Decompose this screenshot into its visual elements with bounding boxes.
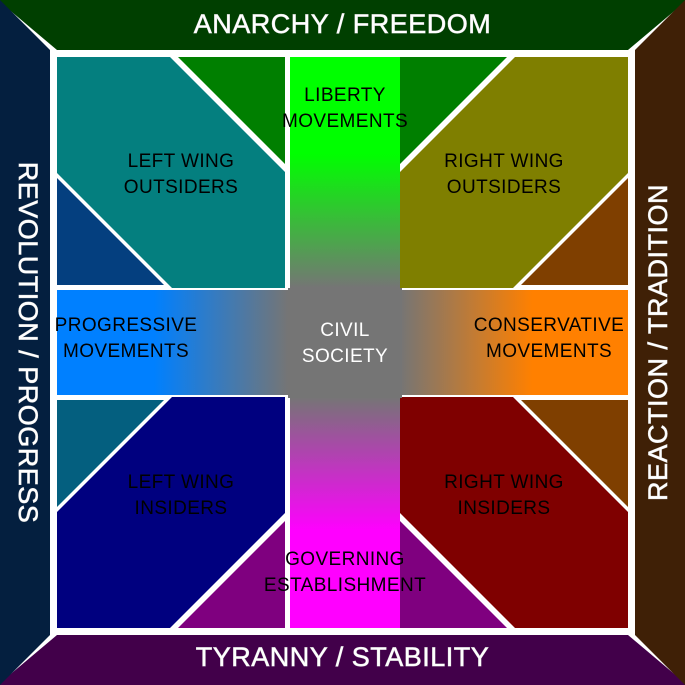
label-civil-society-line1: CIVIL [320,320,370,341]
label-liberty-line1: LIBERTY [304,85,386,106]
label-liberty-line2: MOVEMENTS [282,111,408,132]
quadrant-right-wing-insiders[interactable] [400,397,628,628]
axis-label-bottom: TYRANNY / STABILITY [196,642,490,672]
corner-anarchy-left [178,57,285,164]
label-left-wing-outsiders-line1: LEFT WING [128,151,235,172]
label-civil-society-line2: SOCIETY [302,346,388,367]
label-right-wing-insiders-line1: RIGHT WING [444,472,564,493]
corner-revolution-bottom [57,400,164,507]
corner-anarchy-right [400,57,507,164]
axis-label-right: REACTION / TRADITION [643,184,673,501]
label-right-wing-insiders-line2: INSIDERS [458,498,551,519]
corner-tyranny-right [400,521,507,628]
arm-liberty-movements[interactable] [290,57,400,288]
quadrant-left-wing-insiders[interactable] [57,397,285,628]
label-right-wing-outsiders-line2: OUTSIDERS [447,177,561,198]
center-labels: CIVIL SOCIETY [302,320,388,367]
arm-labels: LIBERTY MOVEMENTS PROGRESSIVE MOVEMENTS … [55,85,625,596]
quadrant-right-wing-outsiders[interactable] [400,57,628,288]
label-left-wing-outsiders-line2: OUTSIDERS [124,177,238,198]
axis-banner-top [0,0,685,50]
corner-revolution-top [57,178,164,285]
quadrant-left-wing-outsiders[interactable] [57,57,285,288]
arm-governing-establishment[interactable] [290,397,400,628]
label-right-wing-outsiders-line1: RIGHT WING [444,151,564,172]
label-conservative-line1: CONSERVATIVE [474,315,625,336]
corner-reaction-top [521,178,628,285]
label-governing-line1: GOVERNING [285,549,405,570]
label-governing-line2: ESTABLISHMENT [264,575,426,596]
label-left-wing-insiders-line1: LEFT WING [128,472,235,493]
quadrant-labels: LEFT WING OUTSIDERS RIGHT WING OUTSIDERS… [124,151,564,519]
cross-arms [57,57,628,628]
quadrant-blocks [57,57,628,628]
corner-reaction-bottom [521,400,628,507]
axis-label-top: ANARCHY / FREEDOM [194,9,492,39]
label-progressive-line1: PROGRESSIVE [55,315,198,336]
label-progressive-line2: MOVEMENTS [63,341,189,362]
corner-tyranny-left [178,521,285,628]
arm-progressive-movements[interactable] [57,290,288,395]
axis-label-left: REVOLUTION / PROGRESS [13,162,43,524]
arm-conservative-movements[interactable] [400,290,628,395]
corner-accents [57,57,628,628]
axis-banner-bottom [0,635,685,685]
axis-banner-left [0,0,50,685]
center-civil-society[interactable] [288,288,402,398]
label-left-wing-insiders-line2: INSIDERS [135,498,228,519]
axis-banner-right [635,0,685,685]
label-conservative-line2: MOVEMENTS [486,341,612,362]
